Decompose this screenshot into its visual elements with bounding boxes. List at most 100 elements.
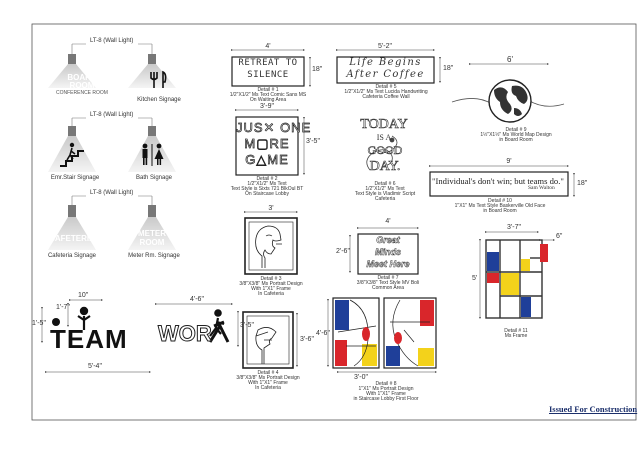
team-dim-side: 1'-5" (32, 320, 46, 327)
kitchen-caption: Kitchen Signage (137, 97, 181, 103)
detail-4-height: 3'-6" (300, 336, 314, 343)
wall-light-row-2 (48, 116, 176, 172)
meter-room-caption: Meter Rm. Signage (128, 253, 180, 259)
detail-9-caption-3: in Board Room (499, 137, 533, 143)
detail-8-caption-3: With 1"X1" Frame (366, 391, 406, 397)
work-sign (155, 303, 239, 347)
detail-2-row-1: JUS✕ ONE (236, 120, 312, 135)
light-tag-3: LT-8 (Wall Light) (90, 190, 134, 196)
detail-7-line-2: Minds (375, 247, 402, 257)
work-text: WOR (158, 321, 213, 346)
detail-3-width: 3' (268, 205, 274, 212)
detail-6-word-1: TODAY (360, 117, 408, 132)
detail-10-quote: "Individual's don't win; but teams do." (432, 176, 564, 186)
detail-10-caption-2: 1"X1" Ms Text Style Baskerville Old Face (454, 203, 546, 209)
detail-2-caption-1: Detail # 2 (256, 176, 278, 182)
detail-5-height: 18" (443, 65, 454, 72)
detail-7-caption-3: Common Area (372, 285, 404, 291)
light-tag-2: LT-8 (Wall Light) (90, 112, 134, 118)
detail-1-caption-2: 1/2"X1/2" Ms Text Comic Sans MS (229, 92, 307, 98)
detail-2-sign (235, 109, 305, 176)
detail-3-portrait (244, 211, 298, 275)
cutlery-icon (150, 70, 167, 88)
detail-7-height: 2'-6" (336, 248, 350, 255)
detail-1-sign (231, 49, 311, 87)
bath-caption: Bath Signage (135, 175, 173, 181)
board-room-sign-line-1: BOARD (67, 73, 97, 82)
detail-5-width: 5'-2" (378, 43, 392, 50)
detail-9-caption-1: Detail # 9 (505, 127, 527, 133)
detail-5-caption-3: Cafeteria Coffee Wall (362, 94, 410, 100)
detail-2-row-3: G△ME (245, 152, 289, 167)
detail-2-caption-3: Text Style is Sixts 721 BlkOul BT (230, 186, 304, 192)
detail-5-caption-1: Detail # 5 (375, 84, 397, 90)
team-dim-top-2: 1'-7" (56, 304, 70, 311)
detail-6-caption-3: Text Style is Vladimir Script (354, 191, 416, 197)
detail-4-caption-4: In Cafeteria (255, 385, 281, 391)
detail-4-caption-2: 3/8"X3/8" Ms Portrait Design (236, 375, 300, 381)
detail-9-width: 6' (507, 55, 513, 64)
sheet-border (31, 23, 637, 421)
cafeteria-caption: Cafeteria Signage (47, 253, 97, 259)
detail-4-caption-1: Detail # 4 (257, 370, 279, 376)
board-room-sign-line-2: ROOM (69, 81, 95, 90)
detail-11-inset: 6" (556, 233, 563, 240)
emr-stair-caption: Emr.Stair Signage (50, 175, 100, 181)
detail-1-caption-1: Detail # 1 (257, 87, 279, 93)
detail-9-world-map (451, 63, 565, 123)
work-dim-top: 4'-6" (190, 296, 204, 303)
detail-10-sign (429, 165, 575, 197)
detail-6-caption-1: Detail # 6 (374, 181, 396, 187)
detail-1-line-1: RETREAT TO (238, 58, 298, 68)
detail-8-caption-2: 1"X1" Ms Portrait Design (358, 386, 414, 392)
detail-7-caption-1: Detail # 7 (377, 275, 399, 281)
restroom-icon (142, 143, 164, 166)
detail-3-caption-3: With 1"X1" Frame (251, 286, 291, 292)
team-sign (41, 299, 151, 373)
detail-8-height: 4'-6" (316, 330, 330, 337)
detail-7-caption-2: 3/8"X3/8" Text Style MV Boli (356, 280, 420, 286)
detail-2-row-2: M▢RE (244, 136, 290, 151)
stairs-person-icon (60, 142, 84, 167)
board-room-subtitle: CONFERENCE ROOM (56, 90, 108, 96)
detail-5-line-2: After Coffee (346, 69, 425, 80)
issued-for-construction-stamp: Issued For Construction (549, 404, 638, 414)
detail-1-caption-3: On Waiting Area (249, 97, 287, 103)
detail-1-height: 18" (312, 66, 323, 73)
detail-11-caption-2: Ms Frame (504, 333, 528, 339)
detail-11-frame (479, 231, 555, 319)
detail-2-caption-4: On Staircase Lobby (245, 191, 289, 197)
detail-11-width: 3'-7" (507, 224, 521, 231)
detail-3-caption-1: Detail # 3 (260, 276, 282, 282)
cafeteria-sign: CAFETERIA (49, 234, 95, 243)
detail-4-portrait (242, 311, 298, 369)
detail-11-height: 5' (472, 275, 478, 282)
detail-9-caption-2: 1½"X1½" Ms World Map Design (480, 132, 552, 138)
team-dim-top-1: 10" (78, 292, 89, 299)
detail-8-caption-4: in Staircase Lobby First Floor (353, 396, 419, 402)
team-text: TEAM (50, 324, 128, 354)
detail-5-line-1: Life Begins (349, 57, 422, 68)
detail-2-width: 3'-9" (260, 103, 274, 110)
detail-10-height: 18" (577, 180, 588, 187)
detail-7-sign (349, 227, 419, 275)
detail-3-caption-2: 3/8"X3/8" Ms Portrait Design (239, 281, 303, 287)
detail-10-caption-1: Detail # 10 (488, 198, 512, 204)
detail-2-height: 3'-5" (306, 138, 320, 145)
detail-4-caption-3: With 1"X1" Frame (248, 380, 288, 386)
detail-1-width: 4' (265, 43, 271, 50)
light-tag-1: LT-8 (Wall Light) (90, 38, 134, 44)
detail-10-author: Sam Walton (528, 185, 555, 191)
work-dim-side: 3'-5" (240, 322, 254, 329)
meter-room-sign-line-2: ROOM (139, 238, 165, 247)
meter-room-sign-line-1: METER (138, 229, 166, 238)
detail-8-width: 3'-0" (354, 374, 368, 381)
team-dim-bottom: 5'-4" (88, 363, 102, 370)
detail-11-caption-1: Detail # 11 (504, 328, 528, 334)
detail-10-caption-3: in Board Room (483, 208, 517, 214)
detail-6-caption-4: Cafeteria (374, 196, 396, 202)
detail-7-line-3: Meet Here (366, 259, 410, 269)
detail-10-width: 9' (506, 158, 512, 165)
detail-8-caption-1: Detail # 8 (375, 381, 397, 387)
